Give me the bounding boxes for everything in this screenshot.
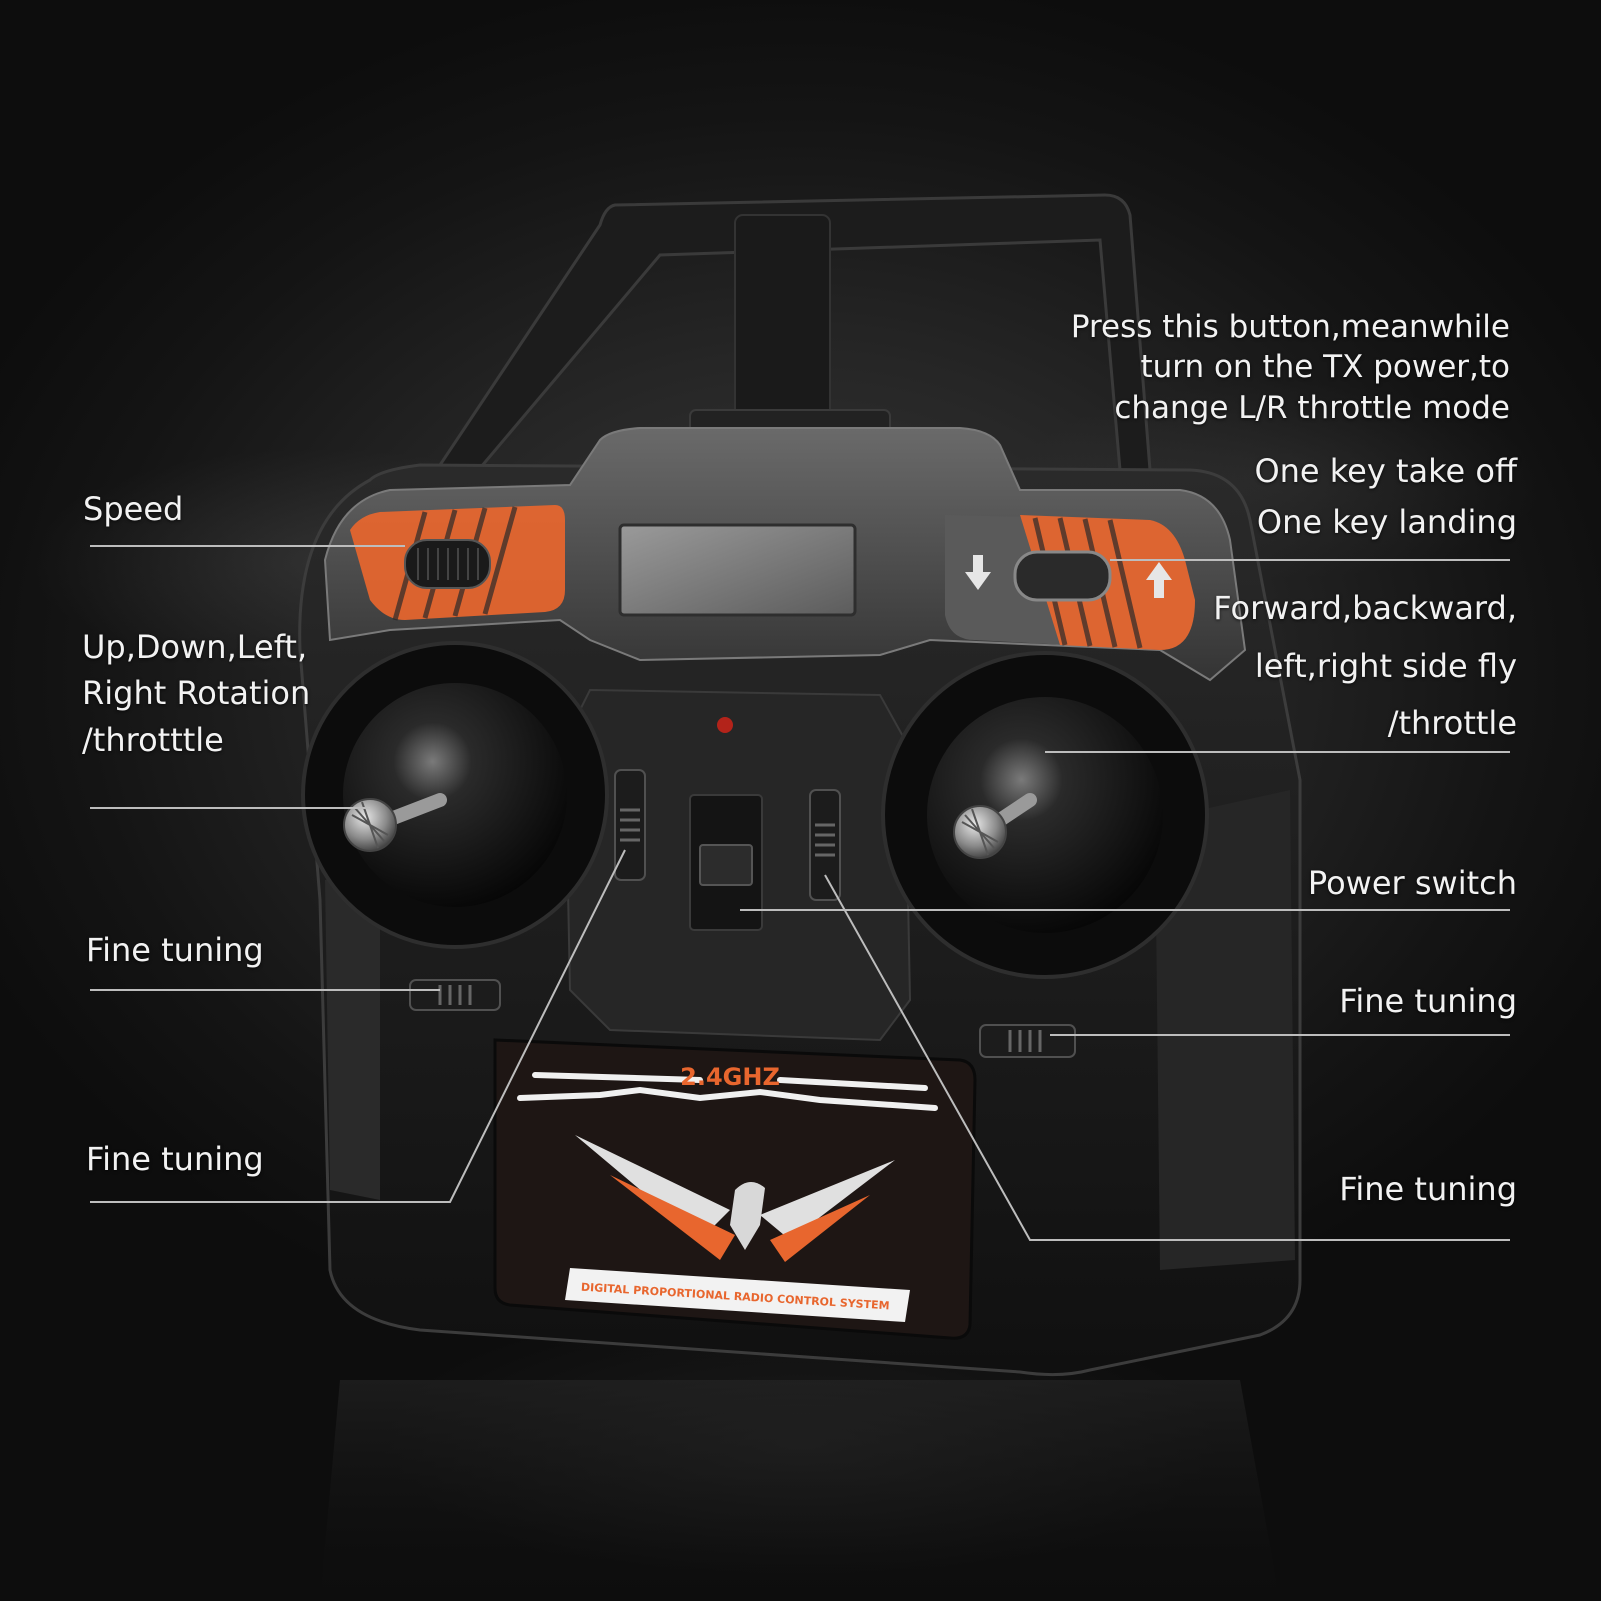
leader-fine-tuning-right-2 bbox=[824, 874, 1510, 1241]
up-arrow-icon bbox=[1146, 562, 1172, 598]
floor-reflection bbox=[320, 1380, 1280, 1601]
left-horizontal-trim bbox=[409, 979, 501, 1011]
lcd-screen bbox=[618, 523, 857, 617]
takeoff-landing-button bbox=[1013, 550, 1112, 602]
throttle-mode-label: Press this button,meanwhile turn on the … bbox=[1070, 309, 1510, 426]
carry-handle bbox=[427, 193, 1152, 482]
leader-lines bbox=[90, 545, 1510, 1241]
eagle-logo bbox=[575, 1135, 895, 1262]
right-horizontal-trim bbox=[979, 1024, 1076, 1058]
right-stick-label: Forward,backward, left,right side fly /t… bbox=[1213, 589, 1517, 743]
left-grip bbox=[325, 870, 380, 1200]
leader-fine-tuning-left-2 bbox=[90, 849, 626, 1203]
antenna-post bbox=[734, 214, 831, 431]
down-arrow-icon bbox=[965, 555, 991, 590]
tagline-bar bbox=[565, 1268, 910, 1322]
speed-streaks bbox=[517, 1072, 938, 1111]
fine-tuning-right-label-2: Fine tuning bbox=[1339, 1170, 1517, 1208]
left-gimbal-dome bbox=[343, 683, 567, 907]
band-label: 2.4GHZ bbox=[680, 1063, 780, 1091]
fine-tuning-left-label-1: Fine tuning bbox=[86, 931, 264, 969]
power-led-icon bbox=[717, 717, 733, 733]
speed-label: Speed bbox=[83, 490, 184, 528]
left-vertical-trim bbox=[614, 769, 646, 881]
fine-tuning-right-label-1: Fine tuning bbox=[1339, 982, 1517, 1020]
left-stick-label: Up,Down,Left, Right Rotation /throtttle bbox=[82, 628, 311, 759]
take-off-landing-label: One key take off One key landing bbox=[1254, 452, 1517, 542]
label-plate bbox=[493, 1038, 977, 1340]
fine-tuning-left-label-2: Fine tuning bbox=[86, 1140, 264, 1178]
right-gimbal-dome bbox=[927, 697, 1163, 933]
power-switch-label: Power switch bbox=[1307, 864, 1517, 902]
